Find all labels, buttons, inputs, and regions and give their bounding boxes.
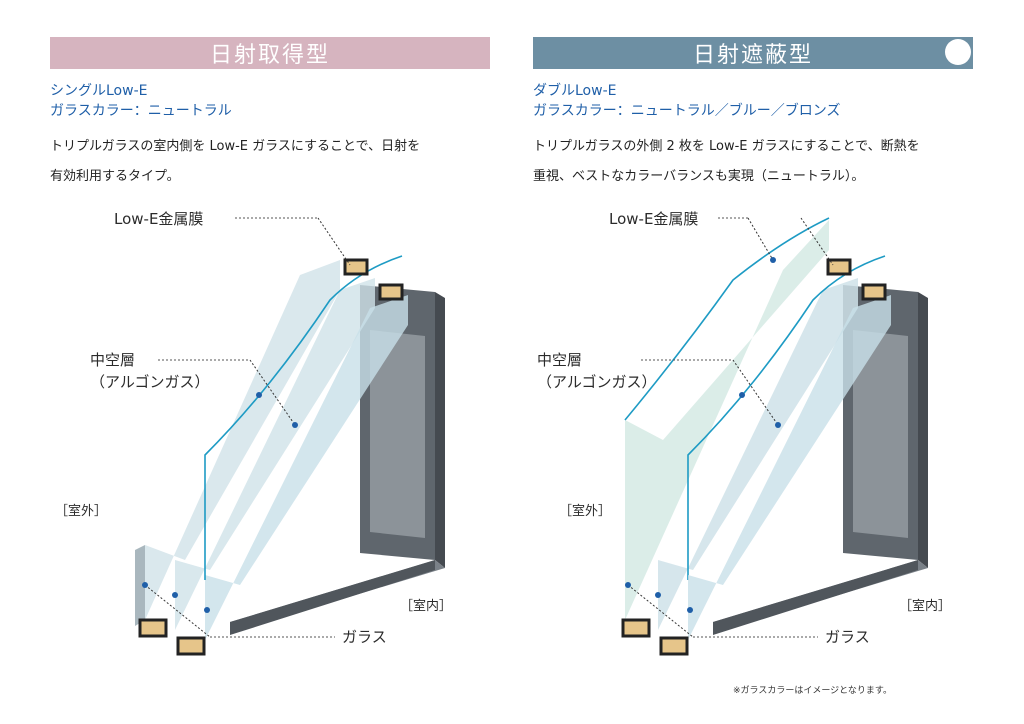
right-description-line1: トリプルガラスの外側 2 枚を Low-E ガラスにすることで、断熱を (533, 139, 920, 154)
label-inside: ［室内］ (400, 598, 452, 614)
label-outside: ［室外］ (55, 503, 107, 519)
spacer-top-2 (378, 283, 404, 301)
frame-side (918, 292, 928, 568)
spacer-top-1 (343, 258, 369, 276)
spacer-top-1 (826, 258, 852, 276)
leader-cavity-diag (732, 359, 779, 426)
glass-pane-middle (175, 278, 375, 630)
glass-pane-middle (658, 278, 858, 630)
circle-icon (945, 39, 971, 65)
left-description-line2: 有効利用するタイプ。 (50, 169, 180, 184)
leader-lowe-diag-2 (800, 217, 834, 266)
label-cavity: 中空層 (537, 351, 582, 369)
frame-inner (853, 330, 908, 538)
label-inside: ［室内］ (899, 598, 951, 614)
spacer-top-2 (861, 283, 887, 301)
left-subtitle-type: シングルLow-E (50, 83, 148, 99)
leader-glass-diag (627, 584, 694, 638)
footnote: ※ガラスカラーはイメージとなります。 (733, 686, 893, 696)
label-outside: ［室外］ (559, 503, 611, 519)
spacer-bottom-1 (138, 618, 168, 638)
right-description-line2: 重視、ベストなカラーバランスも実現（ニュートラル）。 (533, 169, 865, 184)
frame-bottom-face (713, 560, 918, 635)
right-banner: 日射遮蔽型 (533, 37, 973, 69)
leader-glass-diag (144, 584, 211, 638)
left-banner: 日射取得型 (50, 37, 490, 69)
label-lowe-film: Low-E金属膜 (609, 210, 698, 228)
lowe-film-line (204, 255, 403, 580)
leader-lowe-diag-1 (747, 217, 774, 261)
frame-bottom-face (230, 560, 435, 635)
right-panel-solar-shading: 日射遮蔽型 ダブルLow-E ガラスカラー：ニュートラル／ブルー／ブロンズ トリ… (533, 0, 973, 724)
leader-cavity-diag (249, 359, 296, 426)
spacer-bottom-2 (659, 636, 689, 656)
label-lowe-film: Low-E金属膜 (114, 210, 203, 228)
right-banner-title: 日射遮蔽型 (692, 43, 813, 68)
spacer-bottom-1 (621, 618, 651, 638)
left-description-line1: トリプルガラスの室内側を Low-E ガラスにすることで、日射を (50, 139, 421, 154)
frame-inner (370, 330, 425, 538)
label-cavity: 中空層 (90, 351, 135, 369)
label-cavity-gas: （アルゴンガス） (537, 373, 657, 391)
right-subtitle-type: ダブルLow-E (533, 83, 617, 99)
left-subtitle-color: ガラスカラー：ニュートラル (50, 103, 232, 119)
right-description: トリプルガラスの外側 2 枚を Low-E ガラスにすることで、断熱を 重視、ベ… (533, 132, 973, 192)
lowe-film-line-middle (687, 255, 886, 580)
left-triple-glass-diagram: Low-E金属膜 中空層 （アルゴンガス） ［室外］ ［室内］ ガラス (55, 210, 452, 656)
left-panel-solar-gain: 日射取得型 シングルLow-E ガラスカラー：ニュートラル トリプルガラスの室内… (50, 0, 490, 724)
lowe-film-line-outer (624, 217, 830, 421)
spacer-bottom-2 (176, 636, 206, 656)
label-glass: ガラス (342, 628, 387, 646)
glass-pane-outside (625, 220, 829, 620)
left-banner-title: 日射取得型 (209, 43, 330, 68)
label-cavity-gas: （アルゴンガス） (90, 373, 210, 391)
glass-pane-inside (205, 295, 408, 640)
glass-pane-outside-edge (135, 545, 145, 626)
left-description: トリプルガラスの室内側を Low-E ガラスにすることで、日射を 有効利用するタ… (50, 132, 490, 192)
glass-pane-inside (688, 295, 891, 640)
right-subtitle-color: ガラスカラー：ニュートラル／ブルー／ブロンズ (533, 103, 841, 119)
glass-pane-outside (145, 260, 340, 620)
frame-side (435, 292, 445, 568)
leader-lowe-diag (317, 217, 351, 266)
label-glass: ガラス (825, 628, 870, 646)
right-triple-glass-diagram: Low-E金属膜 中空層 （アルゴンガス） ［室外］ ［室内］ ガラス (537, 210, 951, 656)
